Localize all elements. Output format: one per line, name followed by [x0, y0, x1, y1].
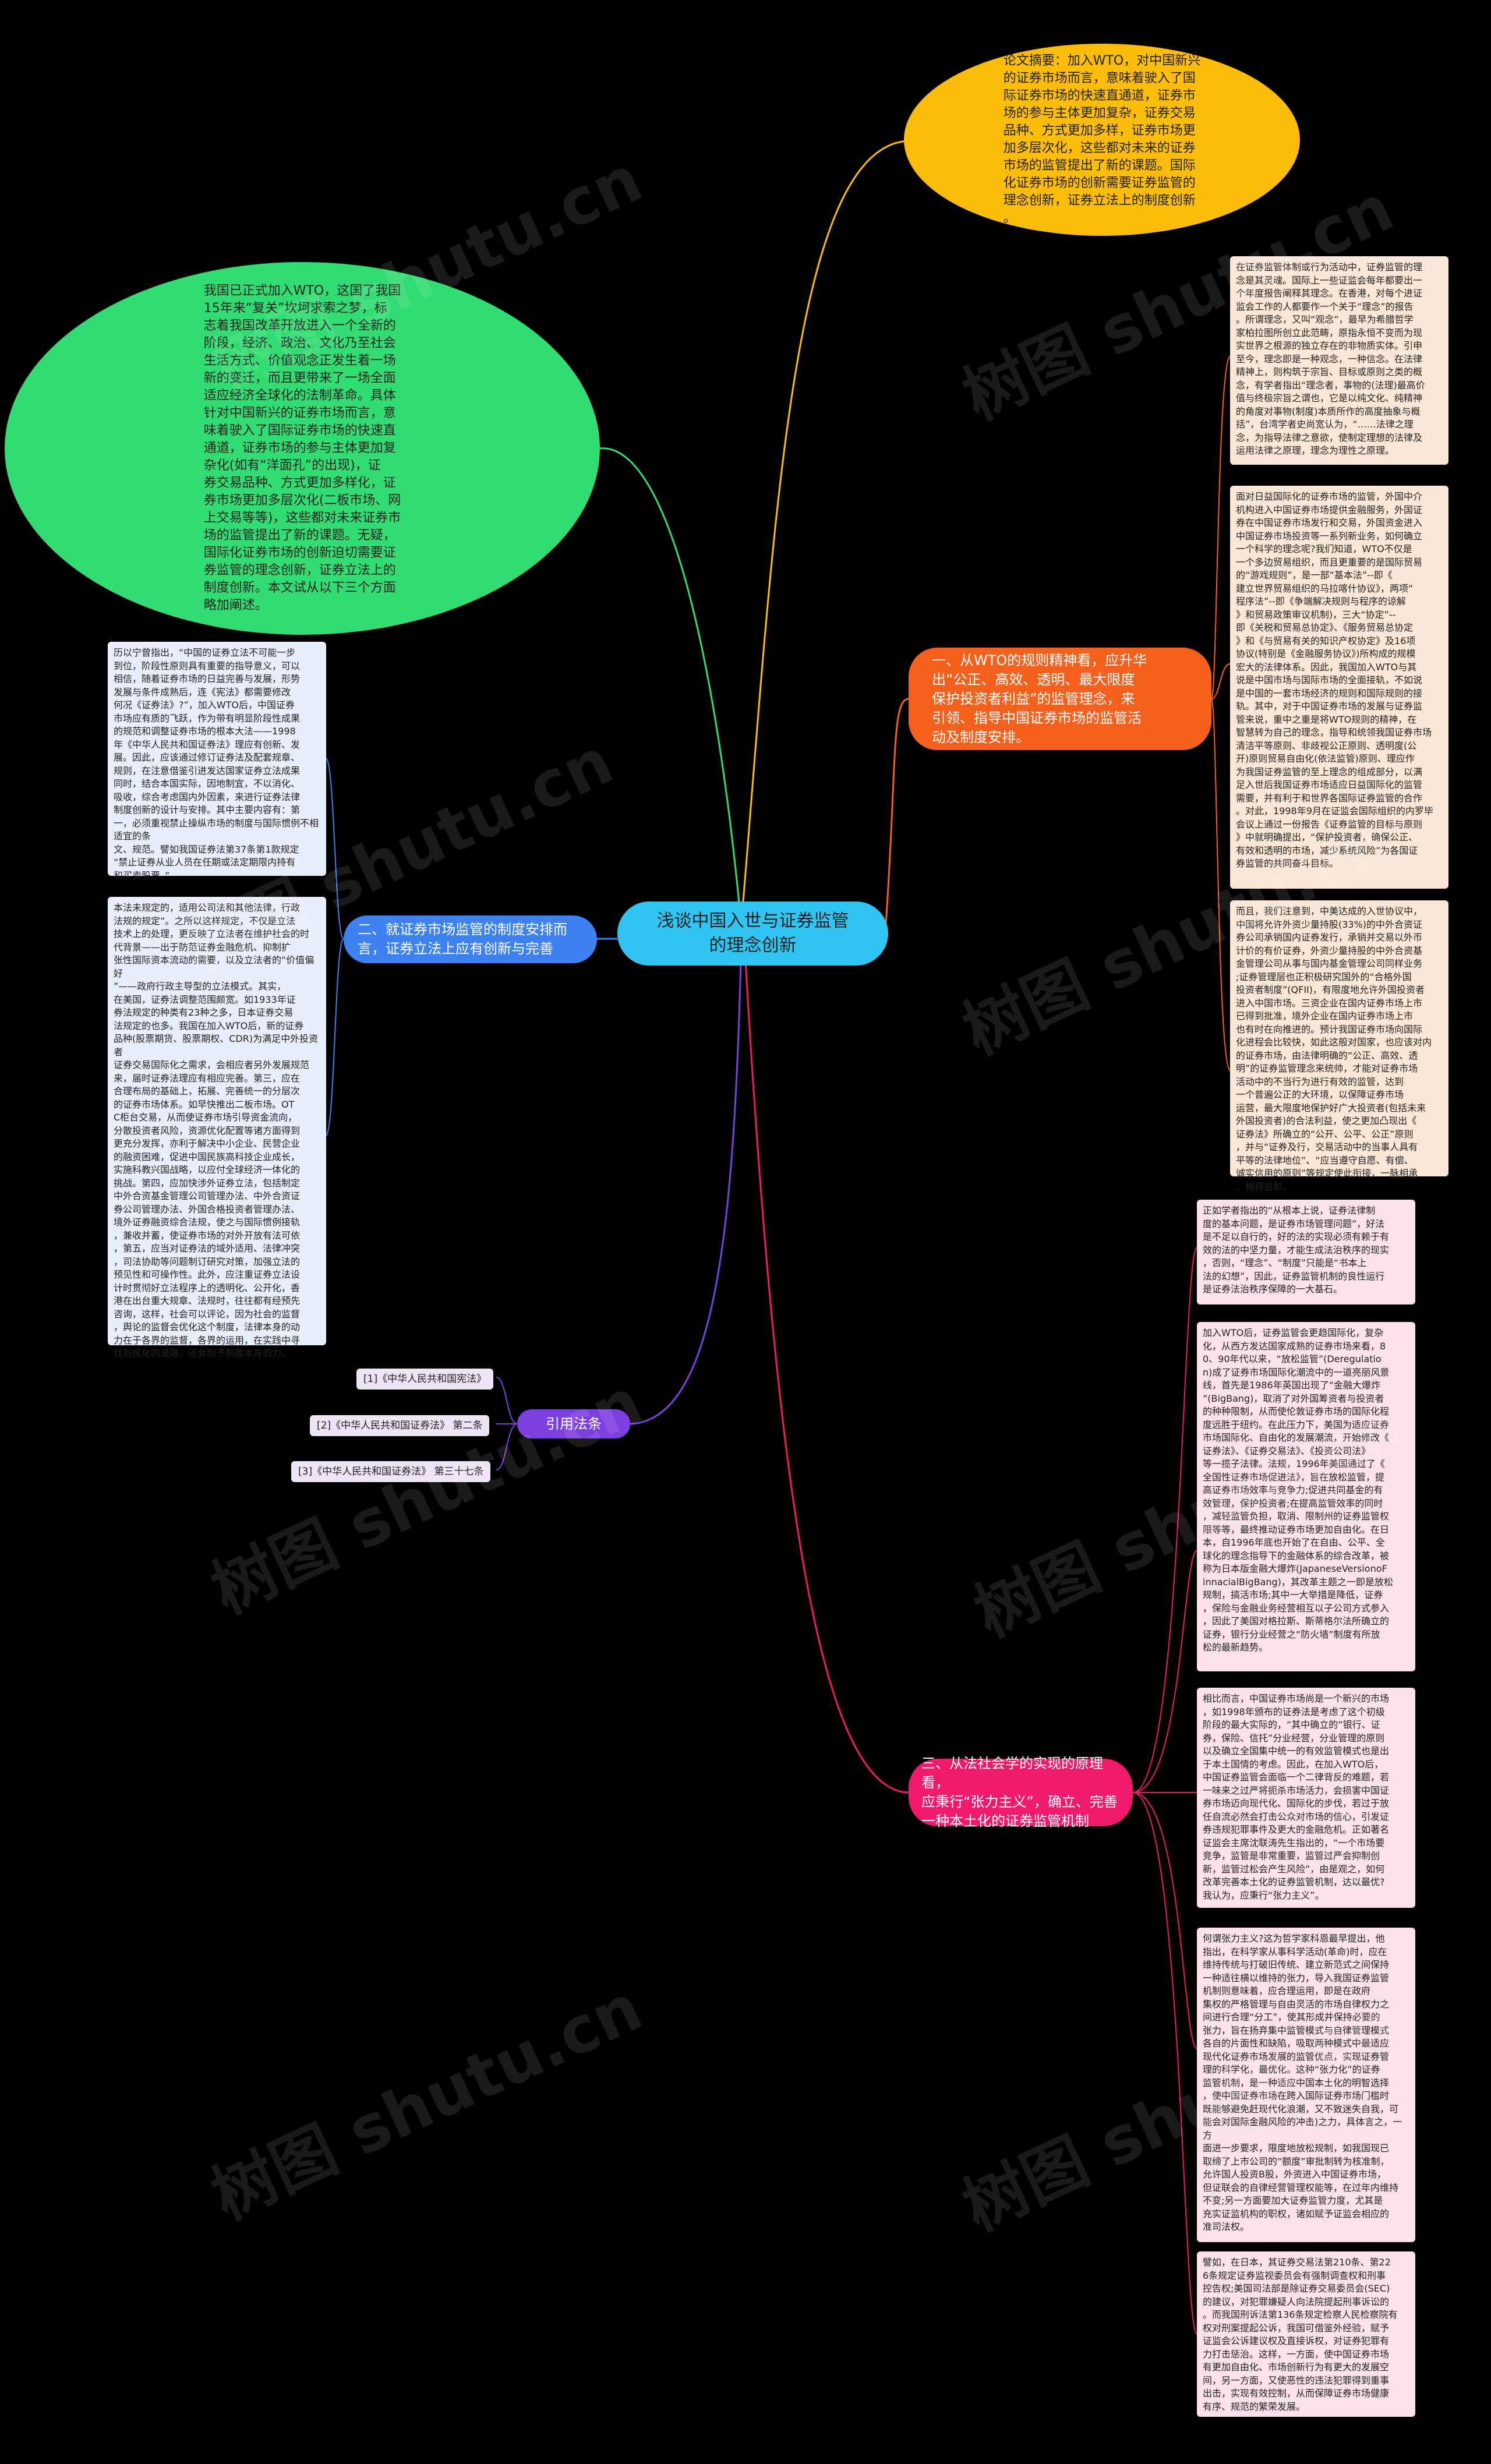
b1-card-3-text: 而且，我们注意到，中美达成的入世协议中， 中国将允许外资少量持股(33%)的中外…: [1236, 906, 1432, 1192]
branch-wto-principles-label: 一、从WTO的规则精神看，应升华 出“公正、高效、透明、最大限度 保护投资者利益…: [932, 652, 1147, 745]
ref-item-1-text: [1]《中华人民共和国宪法》: [363, 1373, 487, 1385]
central-topic-label: 浅谈中国入世与证券监管 的理念创新: [656, 911, 849, 956]
b1-card-3[interactable]: 而且，我们注意到，中美达成的入世协议中， 中国将允许外资少量持股(33%)的中外…: [1230, 900, 1448, 1192]
b3-card-2[interactable]: 加入WTO后，证券监管会更趋国际化，复杂 化，从西方发达国家成熟的证券市场来看，…: [1197, 1322, 1415, 1671]
branch-references-label: 引用法条: [546, 1415, 602, 1432]
b2-card-1[interactable]: 历以宁曾指出，“中国的证券立法不可能一步 到位，阶段性原则具有重要的指导意义，可…: [108, 642, 326, 881]
b2-card-1-text: 历以宁曾指出，“中国的证券立法不可能一步 到位，阶段性原则具有重要的指导意义，可…: [114, 647, 319, 881]
b3-card-5[interactable]: 譬如，在日本，其证券交易法第210条、第22 6条规定证券监视委员会有强制调查权…: [1197, 2251, 1415, 2417]
b2-card-2-text: 本法未规定的，适用公司法和其他法律，行政 法规的规定”。之所以这样规定，不仅是立…: [114, 902, 319, 1359]
branch-legislation-label: 二、就证券市场监管的制度安排而 言，证券立法上应有创新与完善: [358, 921, 567, 957]
branch-tension[interactable]: 三、从法社会学的实现的原理看， 应秉行“张力主义”，确立、完善 一种本土化的证券…: [909, 1755, 1133, 1829]
intro-text: 我国已正式加入WTO，这国了我国 15年来“复关”坎坷求索之梦，标 志着我国改革…: [203, 284, 401, 613]
b1-card-2-text: 面对日益国际化的证券市场的监管，外国中介 机构进入中国证券市场提供金融服务，外国…: [1236, 491, 1433, 869]
b1-card-1-text: 在证券监管体制或行为活动中，证券监管的理 念是其灵魂。国际上一些证监会每年都要出…: [1236, 261, 1425, 456]
b3-card-5-text: 譬如，在日本，其证券交易法第210条、第22 6条规定证券监视委员会有强制调查权…: [1203, 2257, 1398, 2412]
b2-card-2[interactable]: 本法未规定的，适用公司法和其他法律，行政 法规的规定”。之所以这样规定，不仅是立…: [108, 897, 326, 1359]
ref-item-3-text: [3]《中华人民共和国证券法》 第三十七条: [298, 1466, 484, 1477]
ref-item-2[interactable]: [2]《中华人民共和国证券法》 第二条: [310, 1415, 490, 1436]
branch-legislation[interactable]: 二、就证券市场监管的制度安排而 言，证券立法上应有创新与完善: [344, 915, 597, 963]
b3-card-1-text: 正如学者指出的“从根本上说，证券法律制 度的基本问题，是证券市场管理问题”，好法…: [1203, 1205, 1390, 1295]
b3-card-4-text: 何谓张力主义?这为哲学家科恩最早提出，他 指出，在科学家从事科学活动(革命)时，…: [1203, 1933, 1402, 2232]
central-topic[interactable]: 浅谈中国入世与证券监管 的理念创新: [617, 902, 888, 966]
branch-references[interactable]: 引用法条: [517, 1409, 630, 1438]
b3-card-2-text: 加入WTO后，证券监管会更趋国际化，复杂 化，从西方发达国家成熟的证券市场来看，…: [1203, 1327, 1393, 1653]
b3-card-4[interactable]: 何谓张力主义?这为哲学家科恩最早提出，他 指出，在科学家从事科学活动(革命)时，…: [1197, 1928, 1415, 2242]
b3-card-1[interactable]: 正如学者指出的“从根本上说，证券法律制 度的基本问题，是证券市场管理问题”，好法…: [1197, 1200, 1415, 1305]
abstract-text: 论文摘要：加入WTO，对中国新兴 的证券市场而言，意味着驶入了国 际证券市场的快…: [1003, 54, 1201, 225]
intro-node[interactable]: 我国已正式加入WTO，这国了我国 15年来“复关”坎坷求索之梦，标 志着我国改革…: [5, 262, 600, 635]
ref-item-2-text: [2]《中华人民共和国证券法》 第二条: [317, 1420, 483, 1431]
b3-card-3[interactable]: 相比而言，中国证券市场尚是一个新兴的市场 ，如1998年颁布的证券法是考虑了这个…: [1197, 1688, 1415, 1908]
branch-tension-label: 三、从法社会学的实现的原理看， 应秉行“张力主义”，确立、完善 一种本土化的证券…: [921, 1755, 1118, 1829]
b1-card-1[interactable]: 在证券监管体制或行为活动中，证券监管的理 念是其灵魂。国际上一些证监会每年都要出…: [1230, 256, 1448, 465]
b1-card-2[interactable]: 面对日益国际化的证券市场的监管，外国中介 机构进入中国证券市场提供金融服务，外国…: [1230, 486, 1448, 889]
abstract-node[interactable]: 论文摘要：加入WTO，对中国新兴 的证券市场而言，意味着驶入了国 际证券市场的快…: [904, 44, 1300, 236]
b3-card-3-text: 相比而言，中国证券市场尚是一个新兴的市场 ，如1998年颁布的证券法是考虑了这个…: [1203, 1693, 1390, 1901]
ref-item-1[interactable]: [1]《中华人民共和国宪法》: [356, 1369, 494, 1390]
ref-item-3[interactable]: [3]《中华人民共和国证券法》 第三十七条: [291, 1461, 491, 1482]
branch-wto-principles[interactable]: 一、从WTO的规则精神看，应升华 出“公正、高效、透明、最大限度 保护投资者利益…: [909, 648, 1211, 750]
